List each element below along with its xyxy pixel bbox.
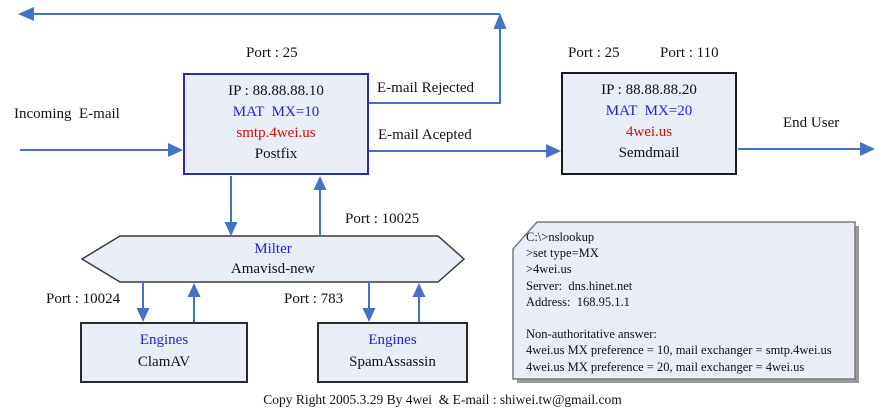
spamassassin-name: SpamAssassin (349, 354, 436, 370)
clamav-role: Engines (139, 332, 189, 348)
nslookup-line: Non-authoritative answer: (526, 327, 657, 342)
nslookup-line: C:\>nslookup (526, 230, 595, 244)
nslookup-line: Address: 168.95.1.1 (526, 294, 630, 309)
spamassassin-node: Engines SpamAssassin (317, 322, 468, 383)
port-label-clamav-10024: Port : 10024 (46, 291, 121, 307)
arrowhead-up-icon (412, 283, 426, 297)
arrowhead-up-icon (187, 283, 201, 297)
arrowhead-right-icon (168, 143, 183, 157)
sendmail-name: Semdmail (618, 145, 680, 161)
clamav-node: Engines ClamAV (80, 322, 248, 383)
nslookup-line: >4wei.us (526, 262, 572, 277)
postfix-mx: MAT MX=10 (232, 104, 320, 120)
copyright-text: Copy Right 2005.3.29 By 4wei & E-mail : … (263, 392, 622, 407)
arrowhead-right-icon (546, 144, 561, 158)
nslookup-line: 4wei.us MX preference = 10, mail exchang… (526, 343, 832, 358)
sendmail-node: IP : 88.88.88.20 MAT MX=20 4wei.us Semdm… (561, 72, 737, 175)
postfix-ip: IP : 88.88.88.10 (228, 83, 324, 99)
sendmail-mx: MAT MX=20 (605, 103, 693, 119)
port-label-sendmail-110: Port : 110 (660, 45, 719, 61)
arrowhead-right-icon (860, 142, 875, 156)
spamassassin-role: Engines (368, 332, 417, 348)
arrowhead-down-icon (224, 222, 238, 236)
postfix-name: Postfix (254, 146, 298, 162)
port-label-sendmail-25: Port : 25 (568, 45, 620, 61)
arrowhead-left-icon (18, 7, 34, 21)
nslookup-line (526, 310, 851, 326)
email-rejected-label: E-mail Rejected (377, 80, 475, 96)
nslookup-box (512, 221, 856, 380)
port-label-postfix-25: Port : 25 (246, 45, 298, 61)
nslookup-line: >set type=MX (526, 246, 599, 261)
postfix-node: IP : 88.88.88.10 MAT MX=10 smtp.4wei.us … (183, 73, 369, 175)
arrowhead-up-icon (493, 13, 507, 29)
incoming-email-label: Incoming E-mail (14, 106, 120, 122)
nslookup-line: Server: dns.hinet.net (526, 278, 633, 293)
sendmail-hostname: 4wei.us (625, 124, 673, 140)
clamav-name: ClamAV (137, 354, 191, 370)
milter-name: Amavisd-new (230, 261, 316, 277)
port-label-milter-10025: Port : 10025 (345, 211, 420, 227)
nslookup-line: 4wei.us MX preference = 20, mail exchang… (526, 359, 805, 374)
end-user-label: End User (783, 115, 840, 131)
postfix-hostname: smtp.4wei.us (236, 125, 316, 141)
arrowhead-up-icon (313, 176, 327, 190)
sendmail-ip: IP : 88.88.88.20 (601, 82, 697, 98)
email-accepted-label: E-mail Acepted (378, 127, 472, 143)
arrowhead-down-icon (362, 308, 376, 322)
milter-node: Milter Amavisd-new (82, 239, 464, 279)
milter-hexagon (80, 235, 466, 283)
arrowhead-down-icon (136, 308, 150, 322)
milter-role: Milter (254, 241, 292, 257)
port-label-spamassassin-783: Port : 783 (284, 291, 344, 307)
nslookup-output: C:\>nslookup >set type=MX >4wei.us Serve… (526, 229, 851, 375)
